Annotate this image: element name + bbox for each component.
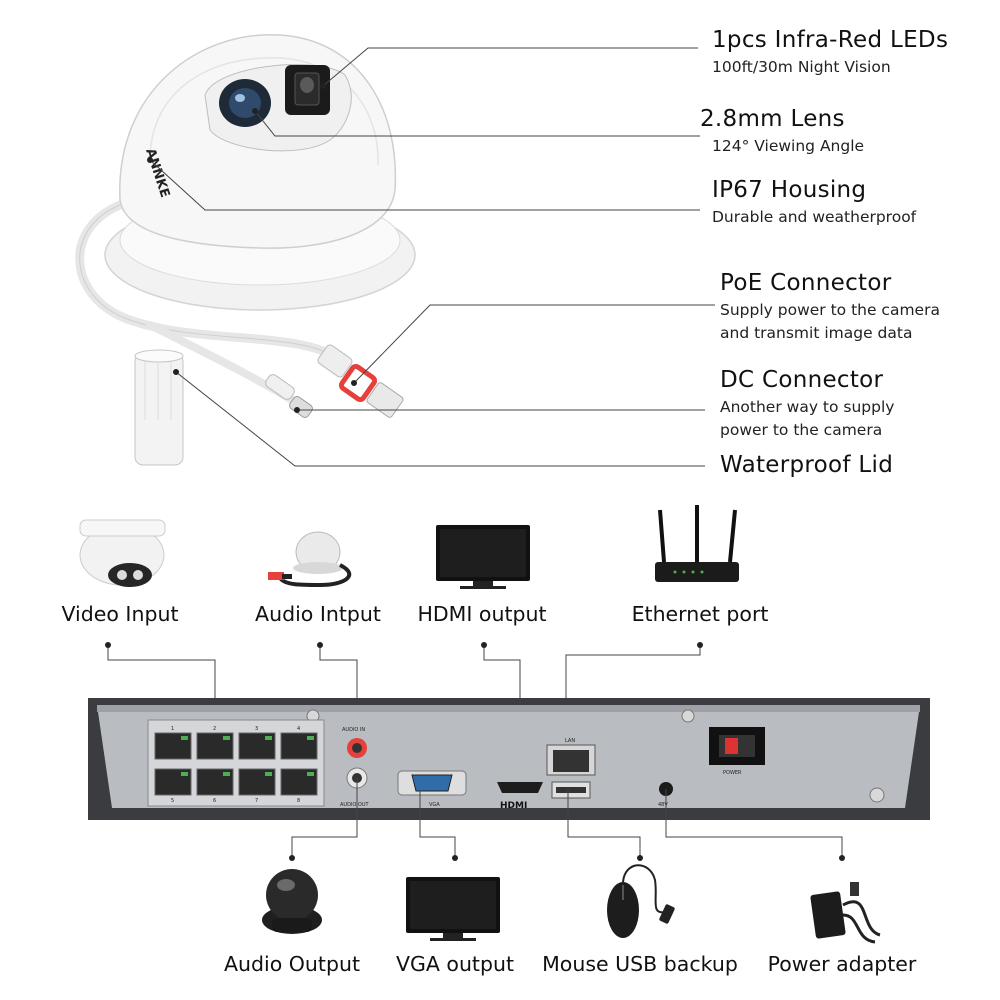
poe-port-number: 8 — [297, 798, 300, 804]
feature-title-lens: 2.8mm Lens — [700, 106, 845, 132]
router-icon — [655, 505, 739, 582]
audio-in-label: AUDIO IN — [342, 727, 365, 733]
poe-port-number: 3 — [255, 726, 258, 732]
microphone-icon — [268, 531, 352, 588]
feature-title-ir-leds: 1pcs Infra-Red LEDs — [712, 27, 949, 53]
poe-port-6 — [196, 768, 234, 796]
poe-port-number: 6 — [213, 798, 216, 804]
vga-label: VGA — [429, 802, 440, 808]
feature-title-housing: IP67 Housing — [712, 177, 867, 203]
hdmi-label: HDMI — [500, 801, 527, 811]
label-ethernet-port: Ethernet port — [631, 602, 769, 626]
poe-port-led — [223, 772, 230, 776]
nvr-back-panel: 1 2 3 4 5 6 7 8 AUDIO IN AUDIO OUT VGA HDMI LAN… — [88, 698, 930, 820]
mouse-icon — [607, 864, 675, 938]
poe-port-led — [265, 772, 272, 776]
feature-sub-lens: 124° Viewing Angle — [712, 137, 865, 155]
poe-port-led — [265, 736, 272, 740]
feature-title-lid: Waterproof Lid — [720, 452, 894, 478]
feature-sub-poe-1: Supply power to the camera — [720, 301, 940, 319]
label-vga-output: VGA output — [395, 952, 515, 976]
feature-sub-ir-leds: 100ft/30m Night Vision — [712, 58, 891, 76]
poe-port-led — [307, 772, 314, 776]
monitor-icon — [436, 525, 530, 589]
label-audio-input: Audio Intput — [255, 602, 381, 626]
bottom-connection-lines — [291, 778, 843, 858]
label-power-adapter: Power adapter — [767, 952, 917, 976]
feature-sub-dc-1: Another way to supply — [720, 398, 895, 416]
dome-camera-icon — [79, 519, 166, 587]
feature-sub-dc-2: power to the camera — [720, 421, 883, 439]
poe-port-led — [223, 736, 230, 740]
poe-port-number: 2 — [213, 726, 216, 732]
poe-port-number: 5 — [171, 798, 174, 804]
speaker-icon — [262, 869, 322, 934]
lan-label: LAN — [565, 738, 575, 744]
poe-port-led — [181, 736, 188, 740]
label-audio-output: Audio Output — [224, 952, 360, 976]
poe-port-led — [181, 772, 188, 776]
poe-port-number: 7 — [255, 798, 258, 804]
feature-title-dc: DC Connector — [720, 367, 884, 393]
label-mouse-usb: Mouse USB backup — [542, 952, 738, 976]
audio-out-label: AUDIO OUT — [340, 802, 370, 808]
dome-camera-illustration: ANNKE — [75, 34, 416, 466]
dc-connector — [265, 374, 313, 418]
poe-port-led — [307, 736, 314, 740]
label-video-input: Video Input — [61, 602, 179, 626]
poe-connector — [317, 344, 404, 418]
power-adapter-icon — [810, 882, 881, 944]
feature-sub-poe-2: and transmit image data — [720, 324, 913, 342]
label-hdmi-output: HDMI output — [417, 602, 547, 626]
poe-port-number: 4 — [297, 726, 300, 732]
camera-callout-lines — [149, 47, 715, 467]
waterproof-lid — [134, 349, 184, 466]
poe-port-number: 1 — [171, 726, 174, 732]
monitor-icon — [406, 877, 500, 941]
feature-sub-housing: Durable and weatherproof — [712, 208, 917, 226]
feature-title-poe: PoE Connector — [720, 270, 892, 296]
power-label: POWER — [723, 770, 742, 776]
dc-label: 48V — [658, 802, 668, 808]
